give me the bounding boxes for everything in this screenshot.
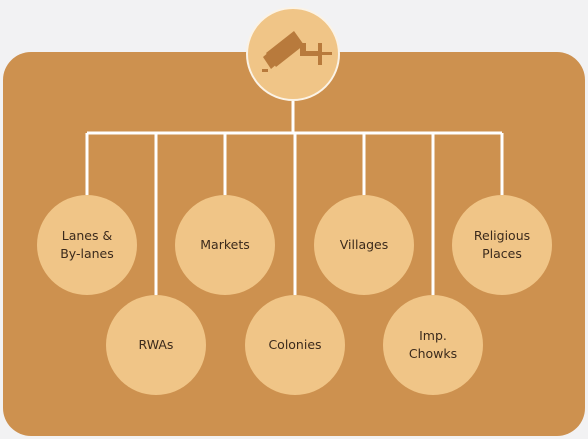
node-colonies: Colonies [245,295,345,395]
node-markets: Markets [175,195,275,295]
node-label: Imp. Chowks [408,328,458,361]
node-religious-places: Religious Places [452,195,552,295]
root-node [246,7,340,101]
node-rwas: RWAs [106,295,206,395]
node-villages: Villages [314,195,414,295]
node-label: RWAs [138,337,174,352]
node-imp-chowks: Imp. Chowks [383,295,483,395]
node-label: Religious Places [473,228,531,261]
node-lanes-by-lanes: Lanes & By-lanes [37,195,137,295]
cctv-camera-icon [262,31,332,72]
node-label: Villages [339,237,389,252]
node-label: Markets [200,237,250,252]
node-label: Lanes & By-lanes [60,228,114,261]
node-label: Colonies [268,337,322,352]
